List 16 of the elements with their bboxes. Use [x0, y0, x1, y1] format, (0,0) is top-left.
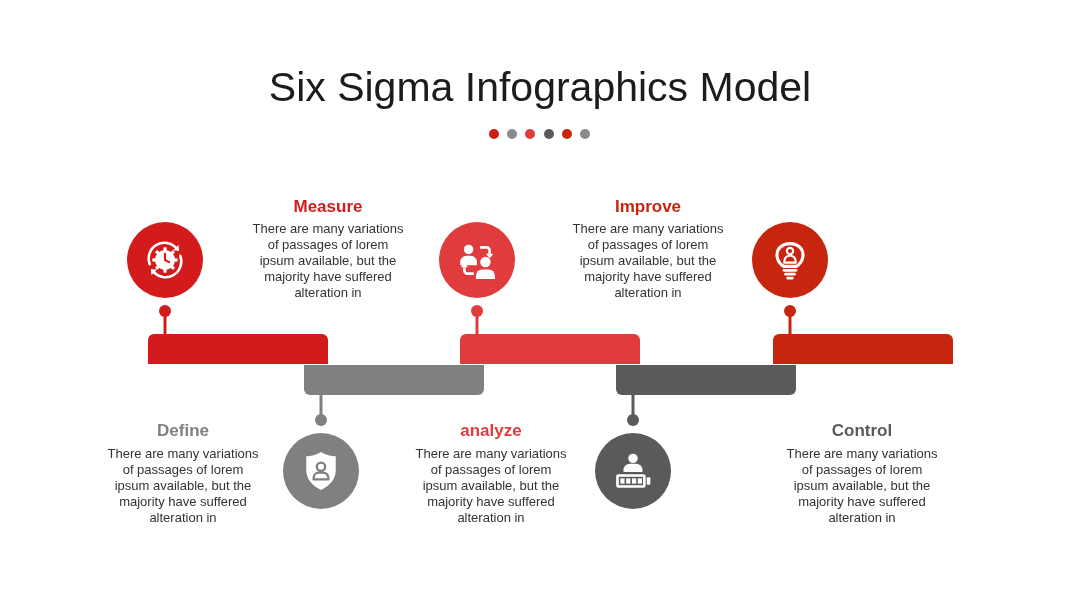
- step-heading: Improve: [614, 197, 682, 217]
- timeline-bar: [773, 334, 953, 364]
- step-description: There are many variations of passages of lorem ipsum available, but the majority have suffered alteration in: [785, 446, 939, 526]
- step-description: There are many variations of passages of lorem ipsum available, but the majority have suffered alteration in: [414, 446, 568, 526]
- step-heading: Control: [831, 421, 893, 441]
- timeline-bar: [304, 365, 484, 395]
- step-heading: Measure: [293, 197, 363, 217]
- step-description: There are many variations of passages of lorem ipsum available, but the majority have suffered alteration in: [571, 221, 725, 301]
- step-description: There are many variations of passages of lorem ipsum available, but the majority have suffered alteration in: [251, 221, 405, 301]
- timeline-bar: [460, 334, 640, 364]
- step-description: There are many variations of passages of lorem ipsum available, but the majority have suffered alteration in: [106, 446, 260, 526]
- step-heading: analyze: [460, 421, 522, 441]
- timeline-bar: [616, 365, 796, 395]
- timeline-bar: [148, 334, 328, 364]
- title: Six Sigma Infographics Model: [268, 63, 812, 111]
- step-heading: Define: [157, 421, 209, 441]
